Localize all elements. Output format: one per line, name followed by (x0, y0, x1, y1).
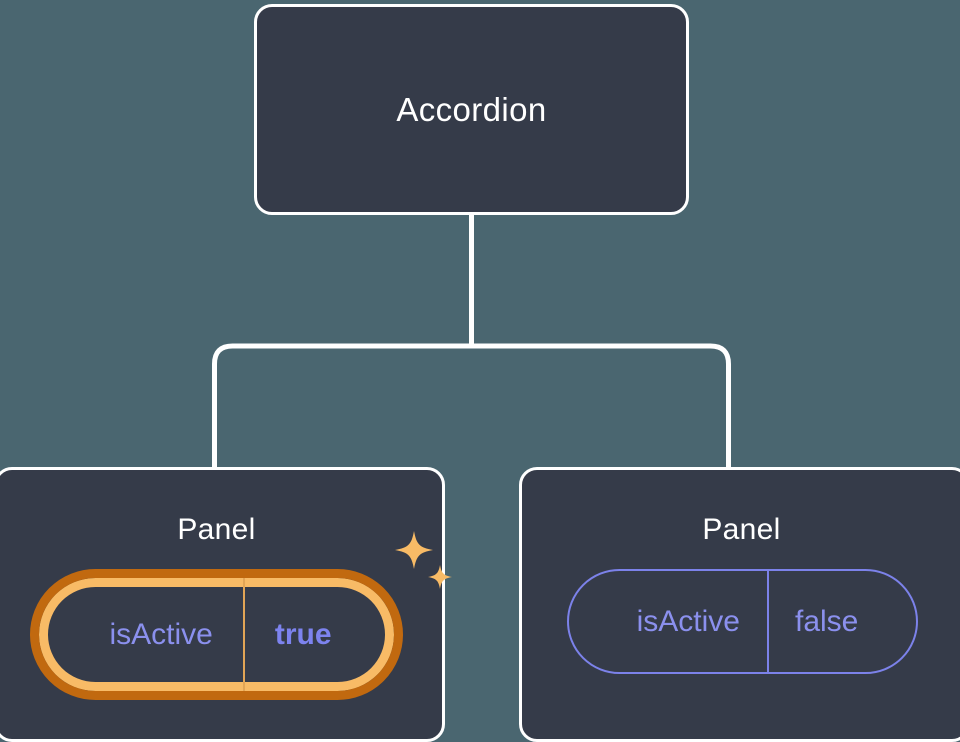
node-title: Panel (177, 513, 256, 546)
sparkle-small-icon (428, 565, 452, 589)
prop-pill-container: isActive true (0, 531, 452, 700)
node-panel-active[interactable]: Panel isActive true (0, 467, 452, 742)
prop-pill-container: isActive false (522, 569, 960, 674)
prop-key: isActive (636, 604, 740, 638)
prop-key: isActive (109, 617, 213, 651)
prop-pill-isactive-false[interactable]: isActive false (566, 569, 919, 674)
node-title: Accordion (396, 90, 547, 128)
prop-pill-isactive-true[interactable]: isActive true (30, 569, 403, 700)
node-title: Panel (702, 513, 781, 546)
node-panel-inactive[interactable]: Panel isActive false (519, 467, 960, 742)
prop-value: true (242, 578, 394, 691)
node-accordion[interactable]: Accordion (254, 4, 689, 215)
prop-value: false (766, 571, 916, 672)
